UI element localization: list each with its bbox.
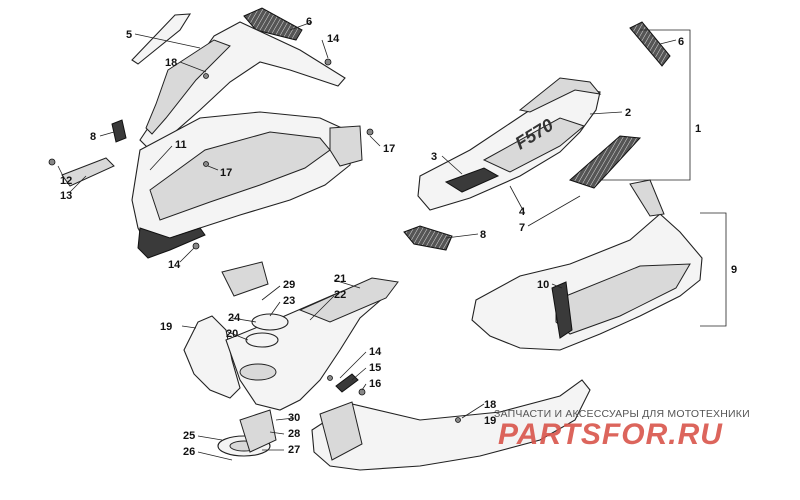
belly-assembly <box>183 261 591 471</box>
callout-25: 25 <box>183 430 195 442</box>
callout-19b: 19 <box>484 415 496 427</box>
part-8-vent-right <box>403 225 453 251</box>
callout-18b: 18 <box>484 399 496 411</box>
callout-23: 23 <box>283 295 295 307</box>
callout-17a: 17 <box>383 143 395 155</box>
callout-24: 24 <box>228 312 241 324</box>
callout-10: 10 <box>537 279 549 291</box>
part-10-trim <box>551 281 573 339</box>
hardware-12 <box>48 158 56 166</box>
leader-lines <box>57 21 677 461</box>
callout-18a: 18 <box>165 57 177 69</box>
hardware-18 <box>203 73 209 79</box>
callout-13: 13 <box>60 190 72 202</box>
part-6-vent-right <box>629 21 671 67</box>
hardware-17-center <box>203 161 209 167</box>
callout-6a: 6 <box>306 16 312 28</box>
part-15-strap <box>335 373 359 393</box>
callout-7: 7 <box>519 222 525 234</box>
callout-21: 21 <box>334 273 346 285</box>
part-23-ring <box>251 313 289 331</box>
hood-front-lip <box>137 227 206 259</box>
belly-pan <box>311 379 591 471</box>
side-panel-assembly: F570 <box>403 21 727 351</box>
part-29-cover <box>221 261 269 297</box>
part-9-side-panel <box>471 213 703 351</box>
decal-stripe <box>482 117 586 173</box>
callout-30: 30 <box>288 412 300 424</box>
hardware-14-bottom <box>192 242 200 250</box>
callout-27: 27 <box>288 444 300 456</box>
callout-16: 16 <box>369 378 381 390</box>
hood-windshield-opening <box>149 131 331 221</box>
callout-2: 2 <box>625 107 631 119</box>
hardware-14-mid <box>327 375 333 381</box>
part-8-clip-left <box>111 119 127 143</box>
callout-22: 22 <box>334 289 346 301</box>
watermark-logo: PARTSFOR.RU <box>498 418 723 451</box>
part-6-vent-upper <box>243 7 303 41</box>
hardware-17-right <box>366 128 374 136</box>
watermark-tagline: ЗАПЧАСТИ И АКСЕССУАРЫ ДЛЯ МОТОТЕХНИКИ <box>494 408 750 420</box>
part-5-trim <box>131 13 192 65</box>
part-13-bracket <box>61 157 115 187</box>
callout-29: 29 <box>283 279 295 291</box>
hood-assembly <box>48 7 374 259</box>
callout-9: 9 <box>731 264 737 276</box>
part-2-upper-ridge <box>518 77 602 113</box>
hood-right-bracket <box>329 125 363 167</box>
callouts: 1 2 3 4 5 6 6 7 8 8 9 10 11 12 13 14 14 … <box>60 16 737 458</box>
hardware-16 <box>358 388 366 396</box>
callout-12: 12 <box>60 175 72 187</box>
part-3-decal <box>444 167 500 193</box>
grille-mesh <box>569 135 642 189</box>
callout-17b: 17 <box>220 167 232 179</box>
hardware-18-lower <box>455 417 461 423</box>
callout-1: 1 <box>695 123 701 135</box>
callout-6b: 6 <box>678 36 684 48</box>
callout-28: 28 <box>288 428 300 440</box>
bracket-9 <box>700 212 727 327</box>
callout-4: 4 <box>519 206 526 218</box>
callout-14c: 14 <box>369 346 382 358</box>
callout-8b: 8 <box>480 229 486 241</box>
callout-5: 5 <box>126 29 132 41</box>
part-28-duct <box>239 409 277 453</box>
callout-3: 3 <box>431 151 437 163</box>
callout-11: 11 <box>175 139 187 151</box>
callout-19a: 19 <box>160 321 172 333</box>
hood-arm-shadow <box>145 39 231 135</box>
callout-26: 26 <box>183 446 195 458</box>
part-20-ring <box>245 332 279 348</box>
callout-15: 15 <box>369 362 381 374</box>
inner-panel-upper <box>298 277 399 323</box>
part-19-duct <box>183 315 241 399</box>
panel-9-top-edge <box>629 179 665 217</box>
bracket-1 <box>600 29 691 181</box>
inner-port <box>239 363 277 381</box>
callout-20: 20 <box>226 328 238 340</box>
hardware-14-top <box>324 58 332 66</box>
callout-8a: 8 <box>90 131 96 143</box>
callout-14a: 14 <box>327 33 340 45</box>
belly-pan-left-wall <box>319 401 363 461</box>
callout-14b: 14 <box>168 259 181 271</box>
